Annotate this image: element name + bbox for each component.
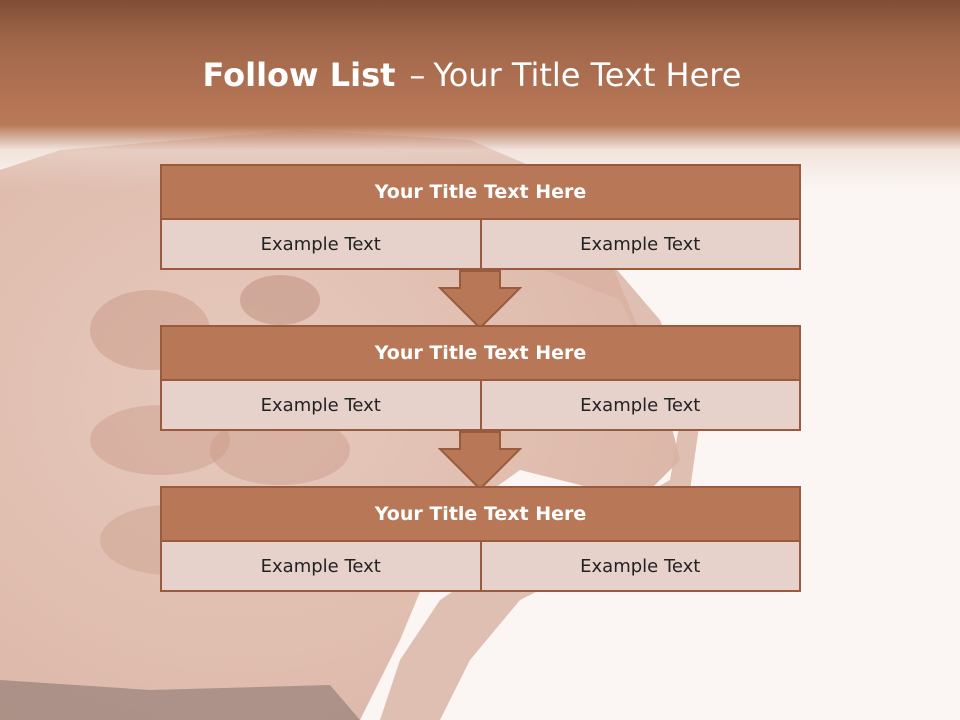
step-cell-left: Example Text xyxy=(160,381,482,431)
title-strong: Follow List xyxy=(202,56,396,94)
step-cell-right: Example Text xyxy=(481,542,801,592)
title-rest: Your Title Text Here xyxy=(433,56,742,94)
header-band xyxy=(0,0,960,190)
step-cell-right: Example Text xyxy=(481,220,801,270)
step-title: Your Title Text Here xyxy=(160,325,801,381)
title-dash: – xyxy=(409,56,426,94)
step-row: Example Text Example Text xyxy=(160,381,801,431)
step-row: Example Text Example Text xyxy=(160,542,801,592)
step-cell-left: Example Text xyxy=(160,220,482,270)
slide-title: Follow List–Your Title Text Here xyxy=(0,56,944,94)
step-row: Example Text Example Text xyxy=(160,220,801,270)
step-block-1: Your Title Text Here Example Text Exampl… xyxy=(160,164,801,270)
step-cell-right: Example Text xyxy=(481,381,801,431)
step-title: Your Title Text Here xyxy=(160,164,801,220)
step-block-3: Your Title Text Here Example Text Exampl… xyxy=(160,486,801,592)
step-block-2: Your Title Text Here Example Text Exampl… xyxy=(160,325,801,431)
step-cell-left: Example Text xyxy=(160,542,482,592)
down-arrow-icon xyxy=(438,431,522,491)
down-arrow-icon xyxy=(438,270,522,330)
step-title: Your Title Text Here xyxy=(160,486,801,542)
